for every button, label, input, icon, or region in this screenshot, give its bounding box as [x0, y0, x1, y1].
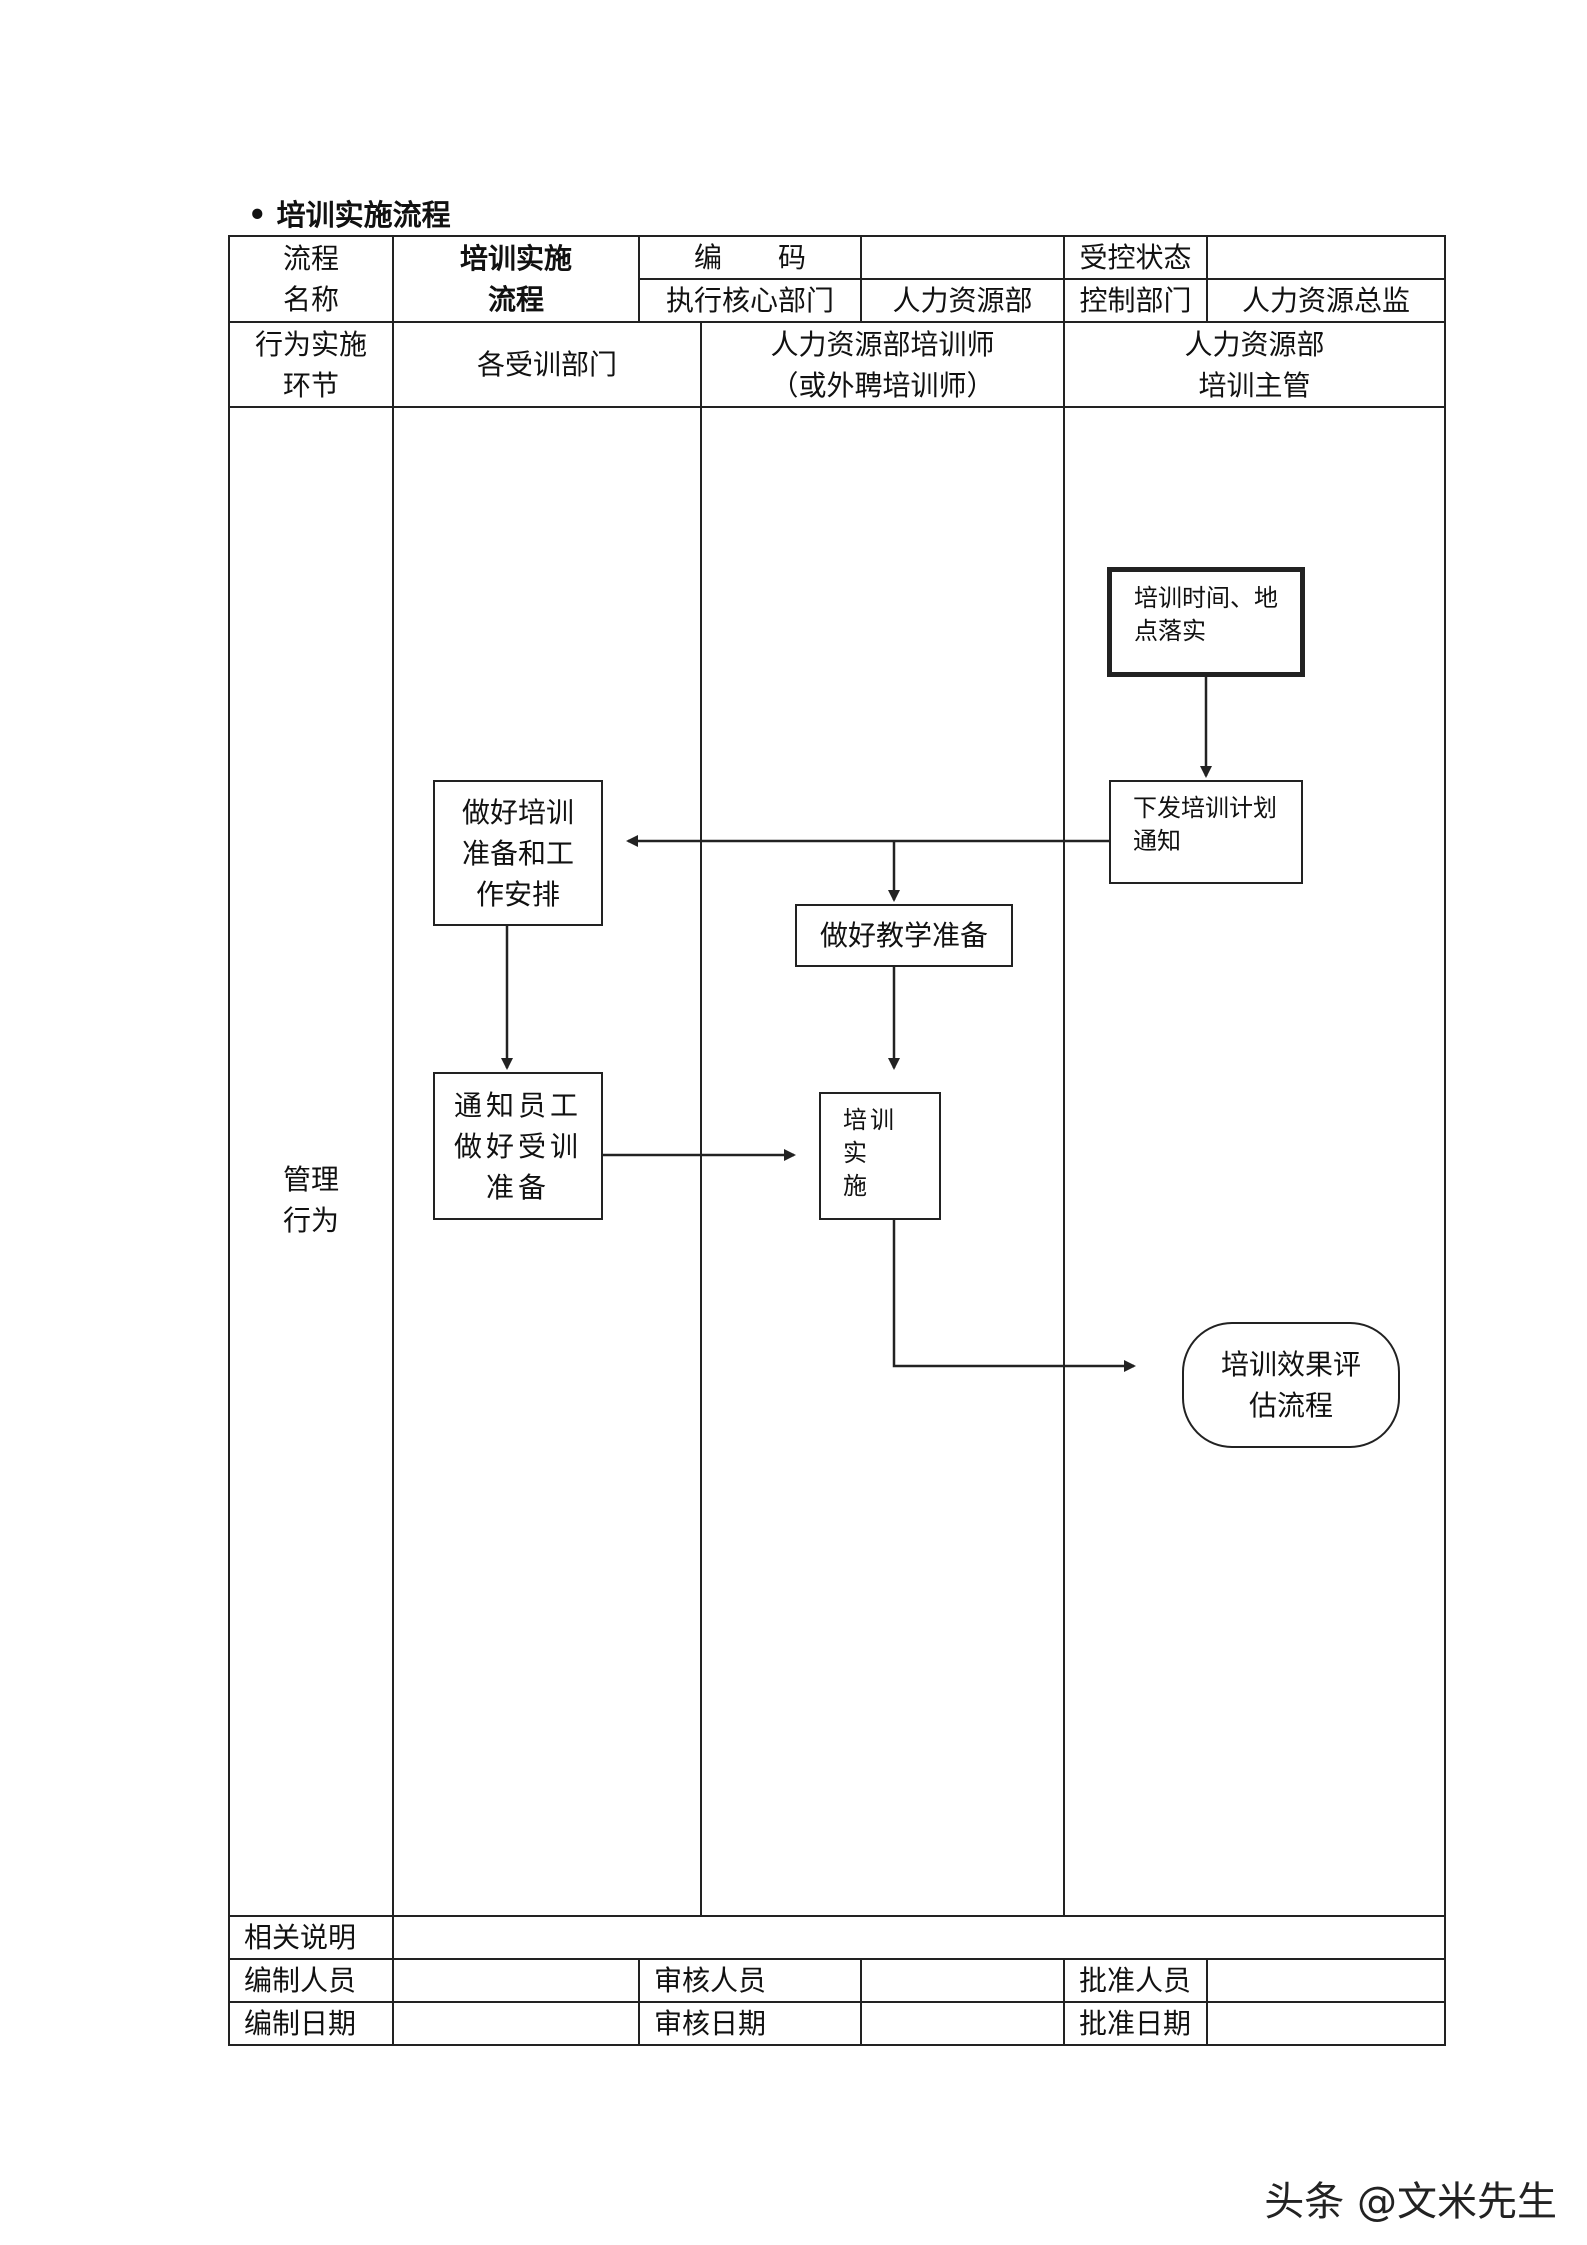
- bullet-icon: •: [248, 198, 267, 232]
- node-teaching-prep[interactable]: 做好教学准备: [795, 904, 1013, 967]
- prepared-date-label: 编制日期: [244, 2006, 357, 2040]
- lane-header-supervisor: 人力资源部 培训主管: [1184, 327, 1325, 402]
- lane-header-trainer: 人力资源部培训师 （或外聘培训师）: [770, 327, 995, 402]
- exec-dept-value: 人力资源部: [892, 283, 1033, 317]
- control-status-label: 受控状态: [1079, 240, 1192, 274]
- node-issue-plan[interactable]: 下发培训计划 通知: [1109, 780, 1303, 884]
- approved-date-label: 批准日期: [1079, 2006, 1192, 2040]
- exec-dept-label: 执行核心部门: [665, 283, 834, 317]
- reviewed-by-label: 审核人员: [654, 1963, 767, 1997]
- document-title: • 培训实施流程: [248, 192, 451, 234]
- lane-header-departments: 各受训部门: [476, 347, 617, 381]
- process-name-value: 培训实施 流程: [459, 242, 572, 316]
- reviewed-date-label: 审核日期: [654, 2006, 767, 2040]
- code-label: 编 码: [693, 240, 806, 274]
- node-confirm-time-place[interactable]: 培训时间、地 点落实: [1107, 567, 1305, 677]
- prepared-by-label: 编制人员: [244, 1963, 357, 1997]
- document-title-text: 培训实施流程: [276, 198, 451, 232]
- approved-by-label: 批准人员: [1079, 1963, 1192, 1997]
- stage-label: 行为实施 环节: [254, 327, 367, 402]
- node-notify-staff[interactable]: 通知员工 做好受训 准备: [433, 1072, 603, 1220]
- notes-label: 相关说明: [244, 1920, 357, 1954]
- node-training-impl[interactable]: 培训实 施: [819, 1092, 941, 1220]
- control-dept-label: 控制部门: [1079, 283, 1192, 317]
- node-eval-process[interactable]: 培训效果评 估流程: [1182, 1322, 1400, 1448]
- management-behavior-label: 管理 行为: [282, 1163, 339, 1237]
- control-dept-value: 人力资源总监: [1241, 283, 1410, 317]
- node-prepare-training[interactable]: 做好培训 准备和工 作安排: [433, 780, 603, 926]
- process-name-label: 流程 名称: [282, 242, 339, 316]
- watermark: 头条 @文米先生: [1264, 2179, 1557, 2225]
- arrow-impl-to-eval: [892, 1220, 1136, 1372]
